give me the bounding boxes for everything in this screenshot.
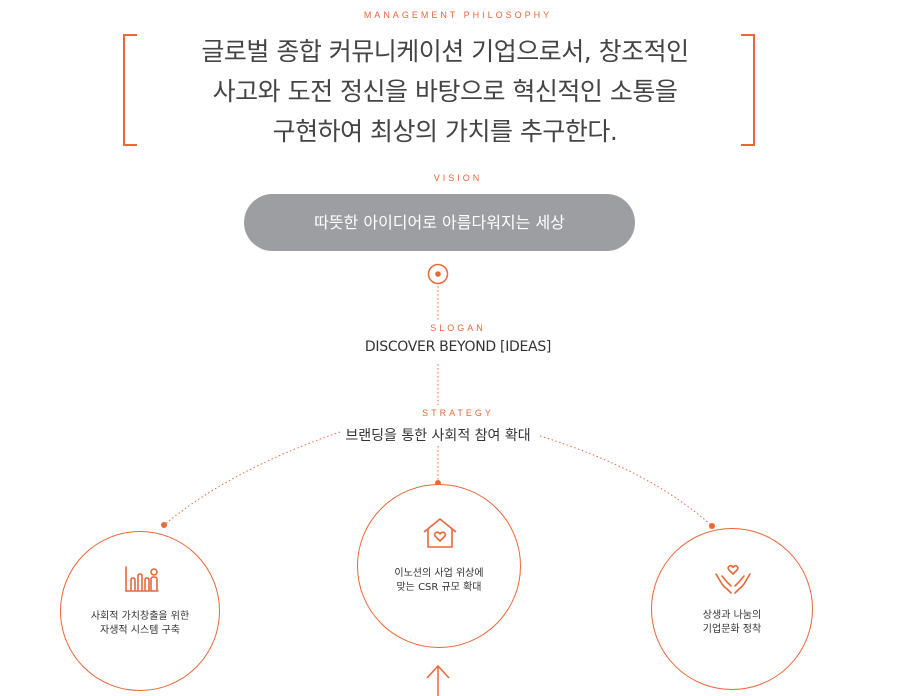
pillar-left-line-1: 사회적 가치창출을 위한: [90, 611, 190, 622]
pillar-text-right: 상생과 나눔의 기업문화 정착: [652, 609, 812, 637]
pillar-circle-center: 이노션의 사업 위상에 맞는 CSR 규모 확대: [357, 484, 521, 648]
connector-arc-right: [539, 435, 713, 527]
growth-chart-person-icon: [125, 566, 159, 592]
philosophy-label: MANAGEMENT PHILOSOPHY: [363, 10, 553, 20]
pillar-text-center: 이노션의 사업 위상에 맞는 CSR 규모 확대: [358, 567, 520, 595]
vision-label: VISION: [433, 173, 483, 183]
pillar-center-line-1: 이노션의 사업 위상에: [394, 568, 484, 579]
slogan-text: DISCOVER BEYOND [IDEAS]: [364, 339, 552, 355]
node-dot-left: [161, 522, 167, 528]
vision-pill: 따뜻한 아이디어로 아름다워지는 세상: [244, 194, 635, 251]
right-bracket: [741, 34, 755, 146]
pillar-center-line-2: 맞는 CSR 규모 확대: [396, 582, 482, 593]
hands-heart-icon: [715, 564, 751, 594]
house-heart-icon: [423, 518, 457, 548]
philosophy-line-2: 사고와 도전 정신을 바탕으로 혁신적인 소통을: [212, 77, 678, 106]
philosophy-line-1: 글로벌 종합 커뮤니케이션 기업으로서, 창조적인: [201, 37, 689, 66]
left-bracket: [123, 34, 137, 146]
strategy-text: 브랜딩을 통한 사회적 참여 확대: [345, 428, 531, 444]
strategy-label: STRATEGY: [422, 408, 494, 418]
philosophy-line-3: 구현하여 최상의 가치를 추구한다.: [272, 117, 618, 146]
philosophy-statement: 글로벌 종합 커뮤니케이션 기업으로서, 창조적인 사고와 도전 정신을 바탕으…: [150, 32, 740, 152]
pillar-circle-left: 사회적 가치창출을 위한 자생적 시스템 구축: [60, 531, 220, 691]
slogan-label: SLOGAN: [430, 323, 486, 333]
pillar-left-line-2: 자생적 시스템 구축: [100, 625, 180, 636]
arrow-head: [426, 664, 450, 679]
target-icon: [427, 263, 449, 285]
pillar-circle-right: 상생과 나눔의 기업문화 정착: [651, 528, 813, 690]
connector-arc-left: [163, 431, 341, 526]
pillar-text-left: 사회적 가치창출을 위한 자생적 시스템 구축: [61, 610, 219, 638]
pillar-right-line-2: 기업문화 정착: [702, 624, 762, 635]
pillar-right-line-1: 상생과 나눔의: [702, 610, 762, 621]
node-dot-right: [709, 523, 715, 529]
